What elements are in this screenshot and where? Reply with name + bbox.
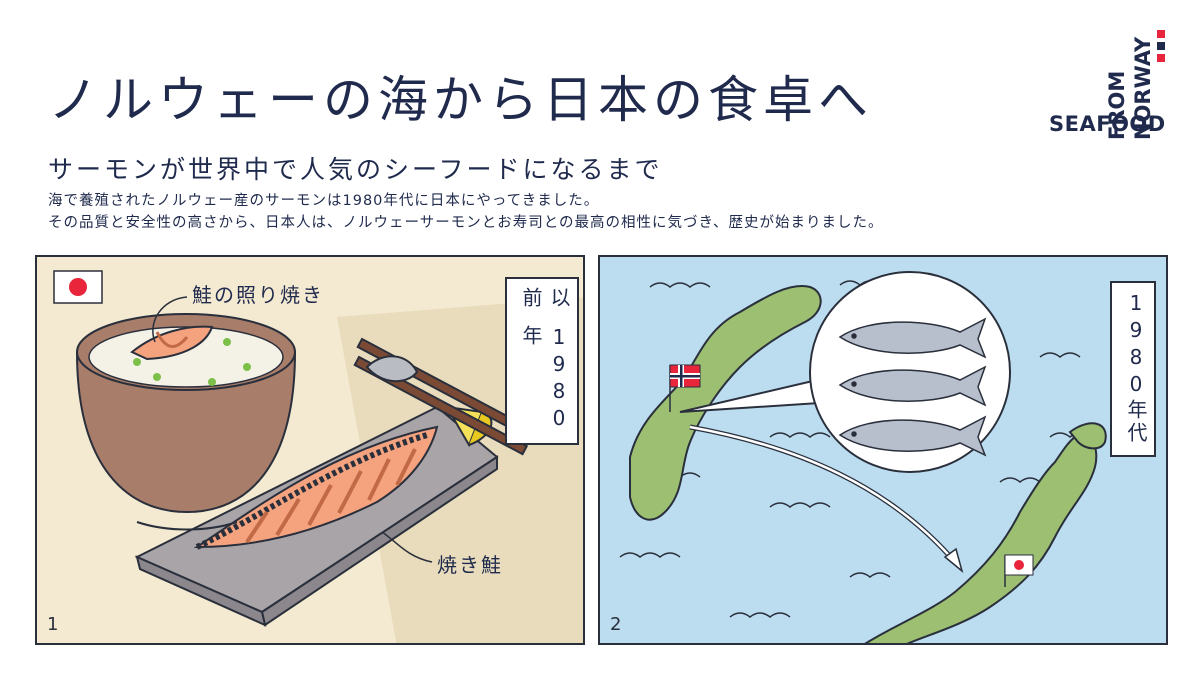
label-grilled-salmon: 焼き鮭: [437, 553, 503, 577]
era-box-1980s: 1980年代: [1110, 281, 1156, 457]
japan-flag-icon: [1004, 554, 1034, 587]
logo-navy-bar: [1157, 42, 1165, 50]
logo-seafood-text: SEAFOOD: [1049, 112, 1166, 136]
panel-number-2: 2: [610, 614, 622, 635]
era-year: 1980年: [519, 325, 571, 434]
salmon-fish-icon: [838, 365, 987, 407]
japan-flag-icon: [53, 270, 103, 304]
grilled-leader-line: [381, 531, 433, 563]
rice-bowl-icon: [75, 313, 297, 531]
page-title: ノルウェーの海から日本の食卓へ: [48, 71, 873, 129]
intro-line-1: 海で養殖されたノルウェー産のサーモンは1980年代に日本にやってきました。: [48, 193, 600, 209]
era-box-before-1980: 1980年 以前: [505, 277, 579, 445]
era-suffix: 以前: [519, 287, 571, 310]
seafood-from-norway-logo: FROM NORWAY SEAFOOD: [1045, 20, 1175, 160]
panel-number-1: 1: [47, 614, 59, 635]
salmon-fish-icon: [838, 317, 987, 359]
japan-landmass: [864, 433, 1098, 643]
intro-line-2: その品質と安全性の高さから、日本人は、ノルウェーサーモンとお寿司との最高の相性に…: [48, 215, 884, 231]
logo-red-bar-2: [1157, 54, 1165, 62]
label-teriyaki-salmon: 鮭の照り焼き: [192, 283, 324, 307]
panel-before-1980: 鮭の照り焼き 焼き鮭 1980年 以前 1: [35, 255, 585, 645]
panel-1980s: 1980年代 2: [598, 255, 1168, 645]
logo-red-bar: [1157, 30, 1165, 38]
panel1-illustration: [53, 270, 583, 643]
page-subtitle: サーモンが世界中で人気のシーフードになるまで: [48, 155, 663, 184]
salmon-fish-icon: [838, 415, 987, 457]
intro-text: 海で養殖されたノルウェー産のサーモンは1980年代に日本にやってきました。 その…: [48, 190, 884, 234]
grilled-salmon-icon: [193, 425, 439, 550]
panel2-illustration: [619, 271, 1107, 643]
norway-flag-icon: [669, 364, 701, 412]
hokkaido-landmass: [1068, 422, 1107, 450]
teriyaki-leader-line: [152, 296, 188, 343]
